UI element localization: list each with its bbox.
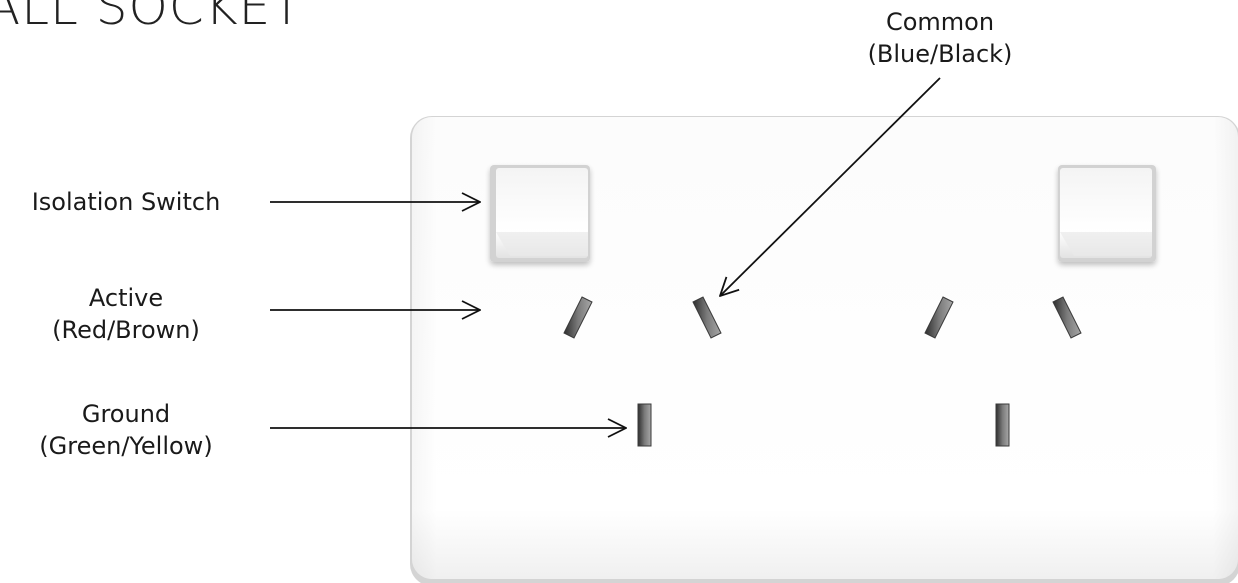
page-title: ALL SOCKET bbox=[0, 0, 303, 36]
common-label: Common (Blue/Black) bbox=[820, 6, 1060, 70]
ground-label-wire-colors: (Green/Yellow) bbox=[39, 432, 213, 460]
active-slot-right bbox=[924, 296, 954, 339]
wall-plate bbox=[410, 116, 1238, 583]
ground-label-name: Ground bbox=[81, 400, 171, 428]
isolation-switch-label-text: Isolation Switch bbox=[31, 188, 221, 216]
ground-slot-left bbox=[637, 403, 652, 447]
isolation-switch-left[interactable] bbox=[490, 165, 590, 262]
active-slot-left bbox=[563, 296, 593, 339]
active-label: Active (Red/Brown) bbox=[16, 282, 236, 346]
common-slot-right bbox=[1052, 296, 1082, 339]
common-arrow bbox=[720, 77, 941, 296]
ground-slot-right bbox=[995, 403, 1010, 447]
isolation-switch-right[interactable] bbox=[1058, 165, 1156, 262]
common-label-wire-colors: (Blue/Black) bbox=[867, 40, 1013, 68]
active-label-name: Active bbox=[88, 284, 164, 312]
common-label-name: Common bbox=[885, 8, 995, 36]
ground-label: Ground (Green/Yellow) bbox=[6, 398, 246, 462]
active-label-wire-colors: (Red/Brown) bbox=[52, 316, 200, 344]
common-slot-left bbox=[692, 296, 722, 339]
isolation-switch-label: Isolation Switch bbox=[6, 186, 246, 218]
